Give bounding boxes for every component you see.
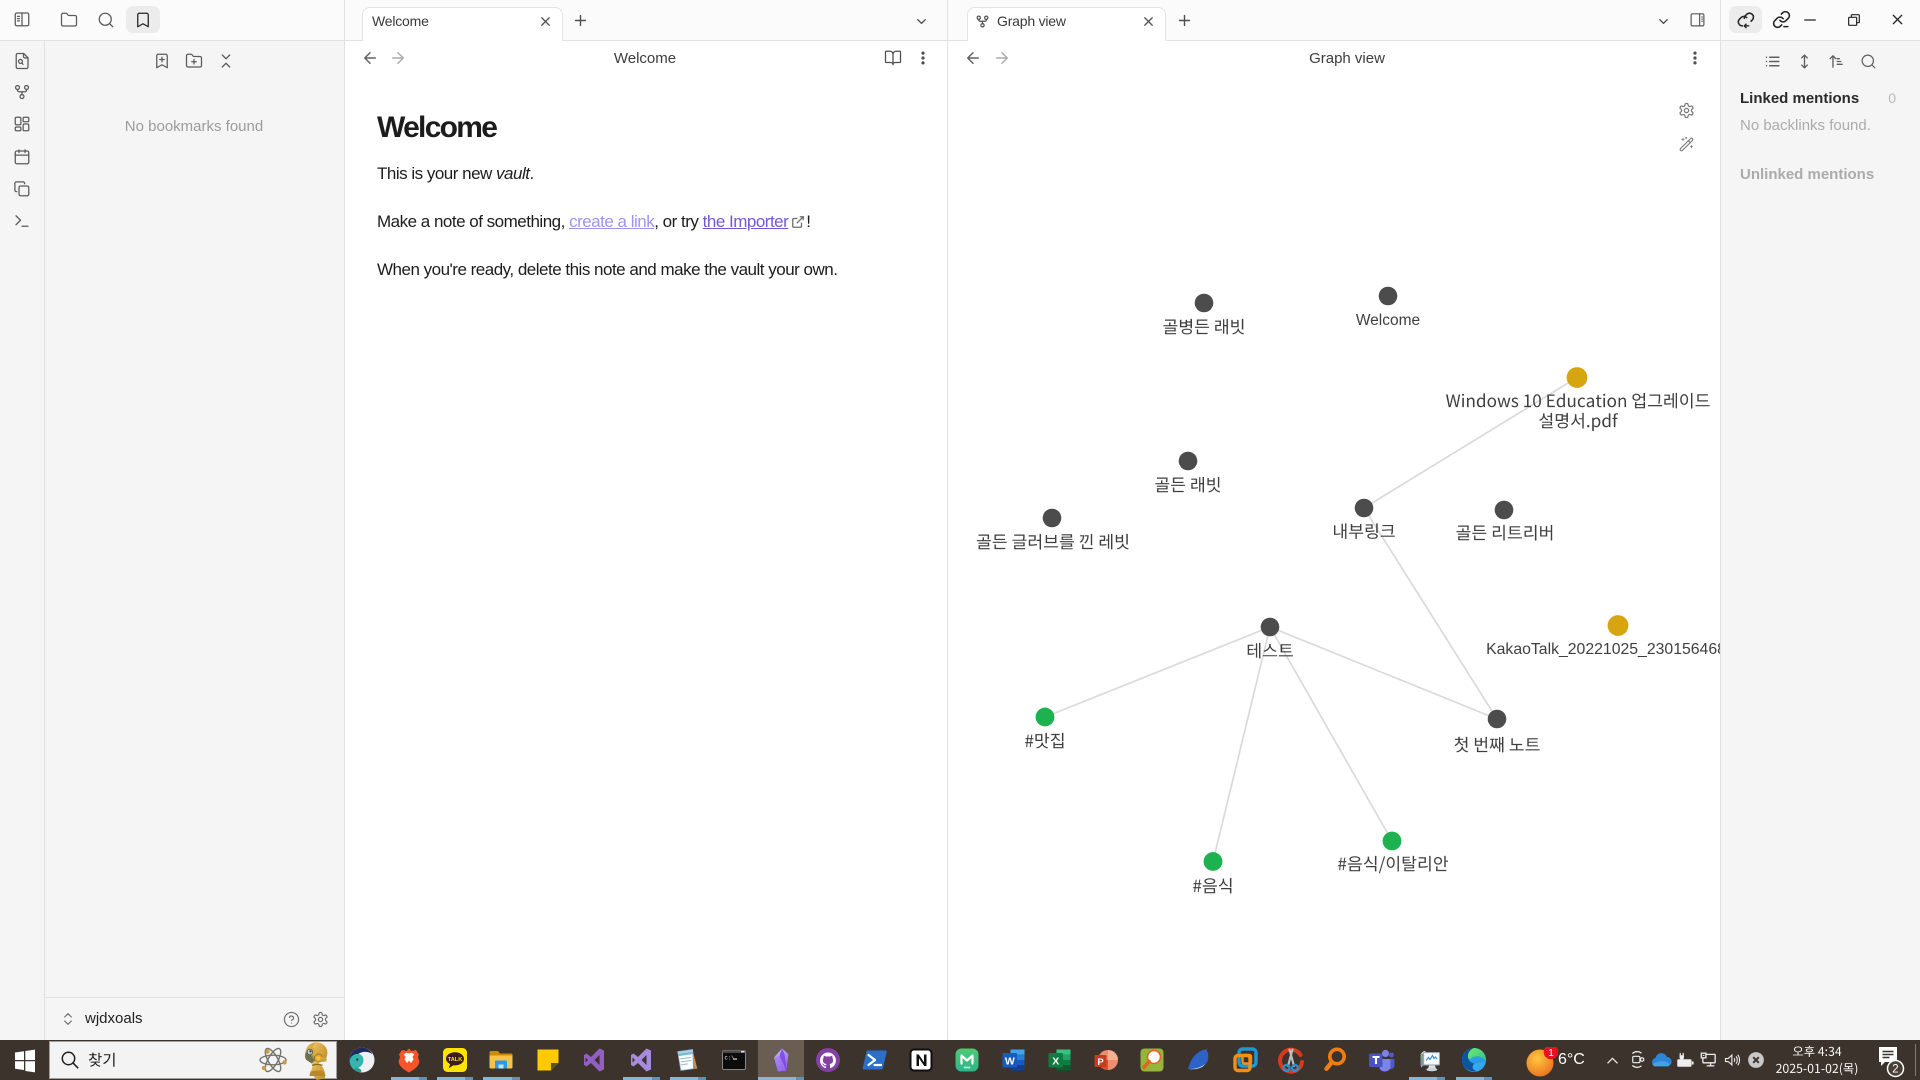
svg-text:X: X (1052, 1055, 1059, 1067)
svg-text:KakaoTalk_20221025_230156468: KakaoTalk_20221025_230156468 (1486, 641, 1720, 658)
svg-text:P: P (1097, 1057, 1104, 1068)
svg-text:Welcome: Welcome (1356, 312, 1420, 329)
svg-text:C:\: C:\ (724, 1055, 734, 1062)
svg-text:2: 2 (1892, 1064, 1898, 1076)
svg-text:1: 1 (1548, 1048, 1554, 1059)
svg-text:TALK: TALK (448, 1057, 463, 1063)
svg-text:W: W (1004, 1056, 1014, 1068)
